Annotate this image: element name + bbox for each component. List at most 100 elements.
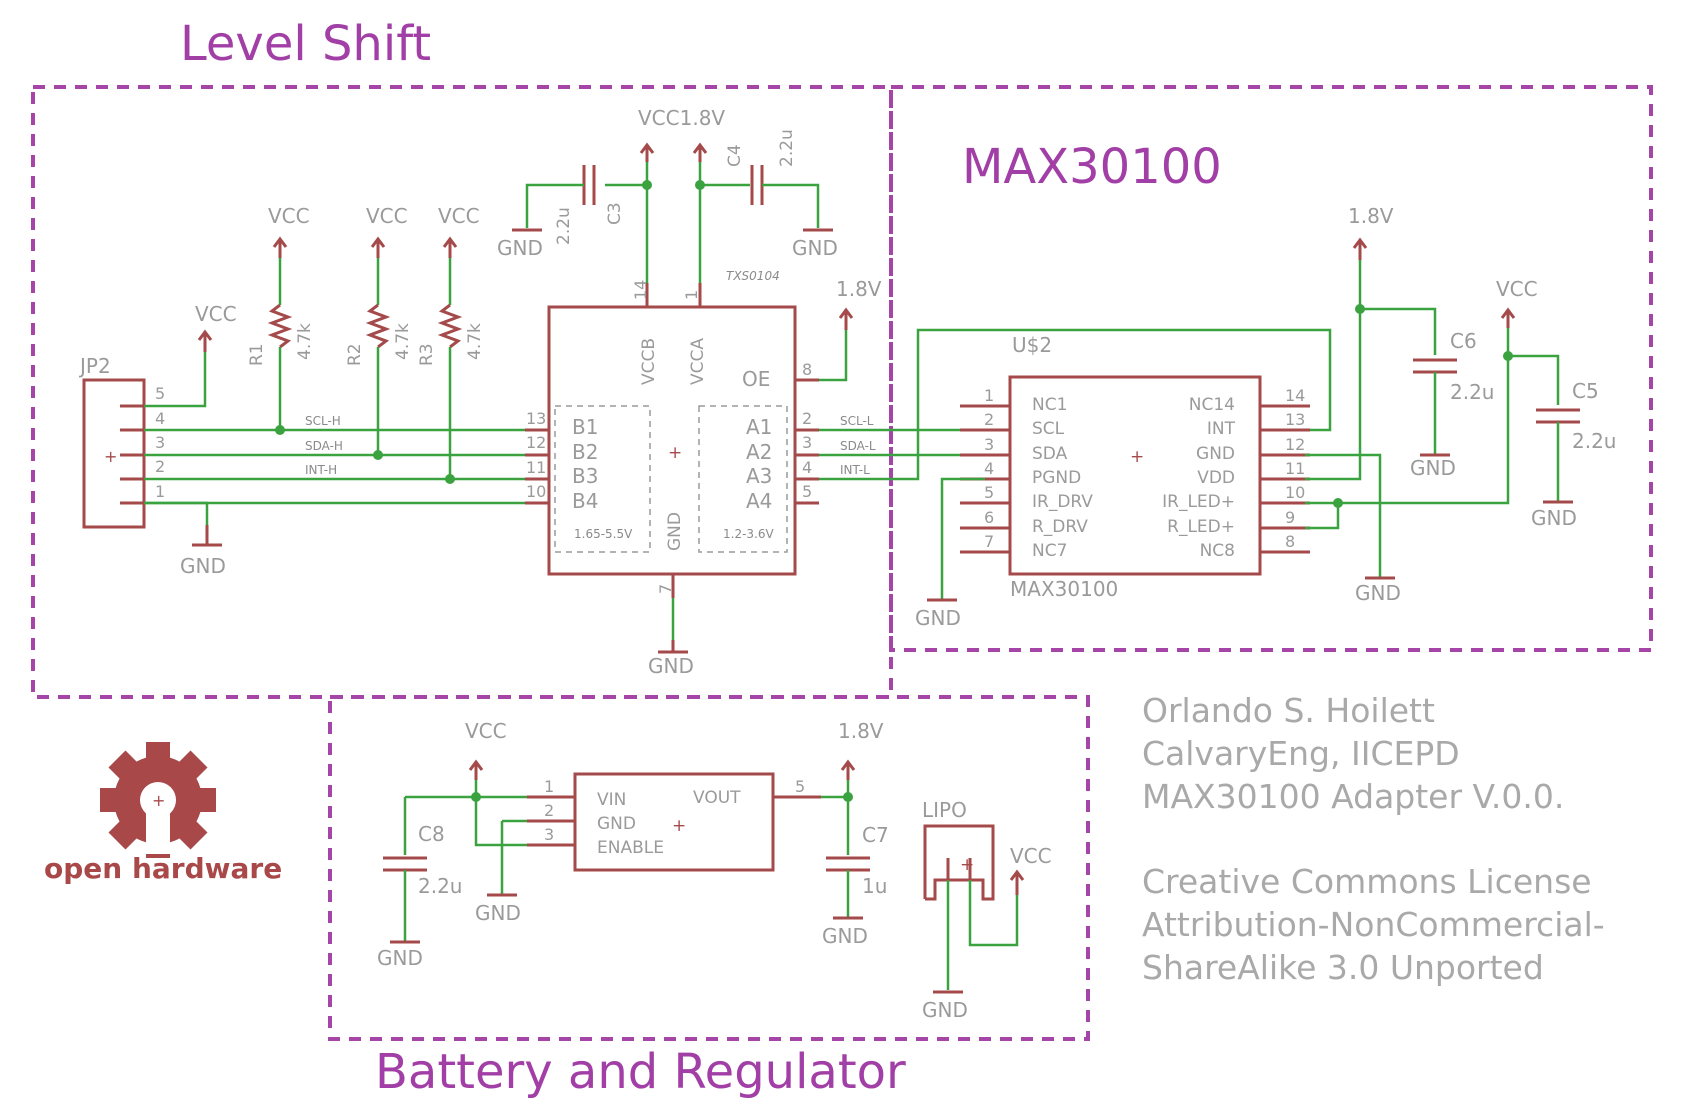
svg-text:GND: GND — [377, 946, 423, 970]
svg-text:VCC: VCC — [195, 302, 237, 326]
max30100-chip: + U$2 MAX30100 NC1 SCL SDA PGND IR_DRV R… — [1008, 333, 1262, 601]
svg-text:VCC: VCC — [438, 204, 480, 228]
signal-int-h: INT-H — [305, 463, 337, 477]
svg-text:VIN: VIN — [597, 790, 626, 810]
capacitor-c8: GND C8 2.2u — [377, 797, 462, 970]
v18-symbol: 1.8V — [838, 719, 884, 780]
svg-text:13: 13 — [526, 409, 546, 428]
svg-text:2: 2 — [984, 410, 994, 429]
svg-text:B2: B2 — [572, 440, 598, 464]
svg-text:IR_LED+: IR_LED+ — [1162, 492, 1235, 512]
svg-text:A2: A2 — [746, 440, 772, 464]
svg-text:GND: GND — [648, 654, 694, 678]
svg-text:1.8V: 1.8V — [838, 719, 884, 743]
svg-text:SCL: SCL — [1032, 419, 1065, 439]
svg-text:4.7k: 4.7k — [295, 323, 315, 360]
credit-project: MAX30100 Adapter V.0.0. — [1142, 777, 1564, 816]
svg-text:A4: A4 — [746, 489, 772, 513]
svg-text:2: 2 — [802, 409, 812, 428]
gnd-symbol: GND — [475, 893, 521, 925]
svg-text:1u: 1u — [862, 874, 887, 898]
svg-text:GND: GND — [665, 512, 685, 551]
gnd-symbol: GND — [648, 640, 694, 678]
svg-text:NC1: NC1 — [1032, 395, 1067, 415]
svg-text:5: 5 — [795, 777, 805, 796]
svg-text:R2: R2 — [345, 343, 365, 366]
svg-text:3: 3 — [802, 433, 812, 452]
max-pins: 1 2 3 4 5 6 7 14 13 12 11 10 9 8 — [960, 386, 1310, 554]
svg-text:11: 11 — [526, 458, 546, 477]
svg-text:VDD: VDD — [1197, 468, 1235, 488]
level-shift-title: Level Shift — [180, 16, 431, 72]
vcc-symbol: VCC — [195, 302, 237, 352]
svg-text:VCC: VCC — [1010, 844, 1052, 868]
svg-text:1: 1 — [544, 777, 554, 796]
svg-text:5: 5 — [155, 384, 165, 403]
resistor-r3: VCC R3 4.7k — [417, 204, 485, 479]
svg-text:OE: OE — [742, 367, 770, 391]
svg-text:6: 6 — [984, 508, 994, 527]
svg-text:R_LED+: R_LED+ — [1167, 517, 1235, 537]
lipo-connector: LIPO + GND VCC — [922, 798, 1052, 1022]
max30100-title: MAX30100 — [962, 139, 1222, 195]
svg-text:PGND: PGND — [1032, 468, 1081, 488]
svg-text:GND: GND — [180, 554, 226, 578]
svg-text:GND: GND — [1410, 456, 1456, 480]
resistor-r1: VCC R1 4.7k — [247, 204, 315, 430]
svg-text:5: 5 — [984, 483, 994, 502]
svg-text:14: 14 — [1285, 386, 1305, 405]
svg-text:8: 8 — [802, 360, 812, 379]
battery-title: Battery and Regulator — [375, 1044, 906, 1100]
svg-text:C6: C6 — [1450, 329, 1477, 353]
svg-text:GND: GND — [822, 924, 868, 948]
svg-text:C5: C5 — [1572, 379, 1599, 403]
svg-text:NC8: NC8 — [1200, 541, 1235, 561]
svg-text:1.8V: 1.8V — [1348, 204, 1394, 228]
svg-text:IR_DRV: IR_DRV — [1032, 492, 1093, 512]
svg-text:14: 14 — [631, 280, 650, 300]
svg-text:C7: C7 — [862, 823, 889, 847]
svg-text:GND: GND — [597, 814, 636, 834]
svg-text:B3: B3 — [572, 464, 598, 488]
svg-text:12: 12 — [1285, 435, 1305, 454]
svg-text:+: + — [960, 855, 974, 875]
svg-text:GND: GND — [1531, 506, 1577, 530]
credit-sharealike: ShareAlike 3.0 Unported — [1142, 948, 1544, 987]
credit-author: Orlando S. Hoilett — [1142, 691, 1435, 730]
svg-text:VOUT: VOUT — [693, 788, 741, 808]
svg-text:1.65-5.5V: 1.65-5.5V — [574, 527, 633, 541]
svg-text:R3: R3 — [417, 343, 437, 366]
svg-text:A1: A1 — [746, 415, 772, 439]
svg-text:+: + — [672, 816, 686, 836]
svg-text:R1: R1 — [247, 343, 267, 366]
signal-sda-h: SDA-H — [305, 439, 343, 453]
max30100-frame — [889, 85, 1653, 652]
signal-sda-l: SDA-L — [840, 439, 876, 453]
svg-text:B1: B1 — [572, 415, 598, 439]
vcc18-symbol: VCC1.8V — [638, 106, 725, 162]
svg-text:2.2u: 2.2u — [554, 207, 574, 245]
svg-text:VCC: VCC — [268, 204, 310, 228]
svg-text:2.2u: 2.2u — [777, 129, 797, 167]
svg-text:GND: GND — [792, 236, 838, 260]
svg-text:NC14: NC14 — [1189, 395, 1235, 415]
svg-text:7: 7 — [656, 584, 675, 594]
gnd-symbol: GND — [915, 598, 961, 630]
jp2-connector: + JP2 5 4 3 2 1 — [78, 354, 165, 529]
svg-text:11: 11 — [1285, 459, 1305, 478]
svg-text:+: + — [104, 447, 117, 466]
svg-text:NC7: NC7 — [1032, 541, 1067, 561]
lipo-label: LIPO — [922, 798, 967, 822]
txs0104-chip: + TXS0104 VCCB VCCA GND OE B1 B2 B3 B4 A… — [547, 269, 797, 576]
svg-text:12: 12 — [526, 433, 546, 452]
svg-text:2: 2 — [155, 457, 165, 476]
svg-text:1.2-3.6V: 1.2-3.6V — [723, 527, 774, 541]
signal-int-l: INT-L — [840, 463, 870, 477]
resistor-r2: VCC R2 4.7k — [345, 204, 413, 455]
credit-attribution: Attribution-NonCommercial- — [1142, 905, 1605, 944]
svg-text:3: 3 — [984, 435, 994, 454]
jp2-label: JP2 — [78, 354, 111, 378]
svg-text:7: 7 — [984, 532, 994, 551]
svg-text:2.2u: 2.2u — [418, 874, 462, 898]
